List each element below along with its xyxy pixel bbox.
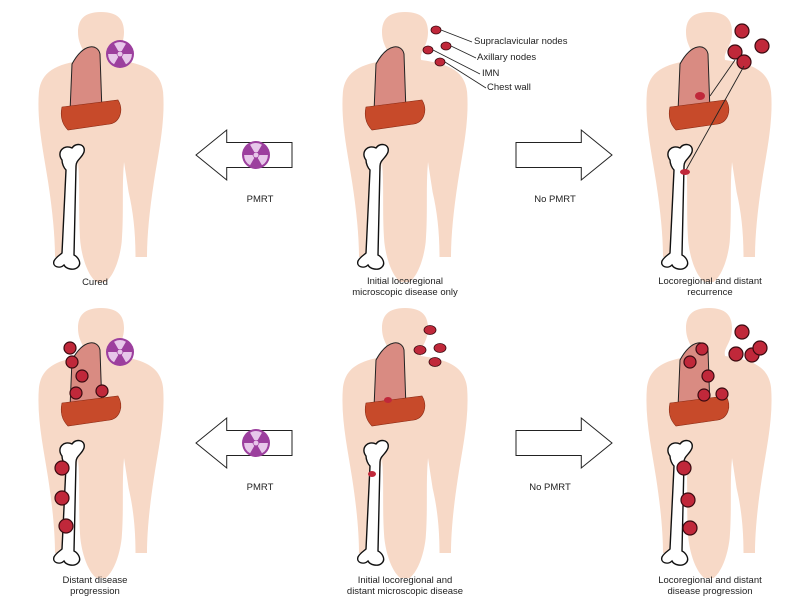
caption-initial-distant-line1: Initial locoregional and [335, 575, 475, 586]
imn-label: IMN [482, 68, 499, 79]
no-pmrt-arrow-top [516, 130, 612, 180]
bone-lesion [59, 519, 73, 533]
caption-disease-progression-line1: Locoregional and distant [645, 575, 775, 586]
body-initial-local-lung [374, 47, 406, 112]
body-distant-progression-body [38, 308, 163, 578]
arrow-label-pmrt-top: PMRT [230, 194, 290, 205]
radiation-icon-arrow-bottom-center [253, 440, 258, 445]
caption-recurrence-line2: recurrence [645, 287, 775, 298]
body-initial-local-silhouette [342, 12, 467, 282]
radiation-icon-bottom-center [117, 349, 122, 354]
recurrence-lesion [735, 24, 749, 38]
radiation-icon-arrow-top-center [253, 152, 258, 157]
lung-lesion [702, 370, 714, 382]
recurrence-lesion [755, 39, 769, 53]
liver-lesion [695, 92, 705, 100]
regional-lesion [753, 341, 767, 355]
femur-lesion [680, 169, 690, 175]
body-distant-progression-silhouette [38, 308, 163, 578]
radiation-icon-top-center [117, 51, 122, 56]
lung-lesion [696, 343, 708, 355]
body-initial-distant-body [342, 308, 467, 578]
microscopic-node [431, 26, 441, 34]
radiation-icon-top [106, 40, 134, 68]
axillary-nodes-label: Axillary nodes [477, 52, 536, 63]
caption-disease-progression-line2: disease progression [645, 586, 775, 597]
caption-initial-locoregional-line2: microscopic disease only [340, 287, 470, 298]
caption-distant-progression-line1: Distant disease [45, 575, 145, 586]
caption-cured: Cured [45, 277, 145, 288]
bone-lesion [683, 521, 697, 535]
caption-recurrence-line1: Locoregional and distant [645, 276, 775, 287]
microscopic-lesion [429, 358, 441, 367]
radiation-icon-arrow-bottom [242, 429, 270, 457]
lung-lesion [96, 385, 108, 397]
radiation-icon-arrow-top [242, 141, 270, 169]
regional-lesion [735, 325, 749, 339]
bone-lesion [55, 491, 69, 505]
lung-lesion [70, 387, 82, 399]
bone-lesion [55, 461, 69, 475]
arrow-label-no-pmrt-top: No PMRT [520, 194, 590, 205]
body-initial-local-body [342, 12, 467, 282]
no-pmrt-arrow-bottom [516, 418, 612, 468]
bone-lesion [681, 493, 695, 507]
bone-lesion [677, 461, 691, 475]
lung-lesion [684, 356, 696, 368]
microscopic-node [435, 58, 445, 66]
regional-lesion [729, 347, 743, 361]
body-cured-lung [70, 47, 102, 112]
annotation-leader [451, 46, 476, 58]
lung-lesion [698, 389, 710, 401]
caption-distant-progression-line2: progression [45, 586, 145, 597]
body-initial-distant-silhouette [342, 308, 467, 578]
microscopic-node [441, 42, 451, 50]
arrow-label-pmrt-bottom: PMRT [230, 482, 290, 493]
radiation-icon-bottom [106, 338, 134, 366]
liver-microlesion [384, 397, 392, 403]
arrow-label-no-pmrt-bottom: No PMRT [515, 482, 585, 493]
lung-lesion [716, 388, 728, 400]
supraclavicular-nodes-label: Supraclavicular nodes [474, 36, 567, 47]
caption-initial-locoregional-line1: Initial locoregional [340, 276, 470, 287]
microscopic-lesion [424, 326, 436, 335]
body-recurrence-silhouette [646, 12, 771, 282]
microscopic-lesion [434, 344, 446, 353]
body-recurrence-lung [678, 47, 710, 112]
lung-lesion [66, 356, 78, 368]
lung-lesion [76, 370, 88, 382]
body-cured-body [38, 12, 163, 282]
femur-microlesion [368, 471, 376, 477]
body-cured-silhouette [38, 12, 163, 282]
lung-lesion [64, 342, 76, 354]
body-recurrence-body [646, 12, 771, 282]
microscopic-lesion [414, 346, 426, 355]
chest-wall-label: Chest wall [487, 82, 531, 93]
annotation-leader [441, 30, 472, 42]
microscopic-node [423, 46, 433, 54]
caption-initial-distant-line2: distant microscopic disease [335, 586, 475, 597]
